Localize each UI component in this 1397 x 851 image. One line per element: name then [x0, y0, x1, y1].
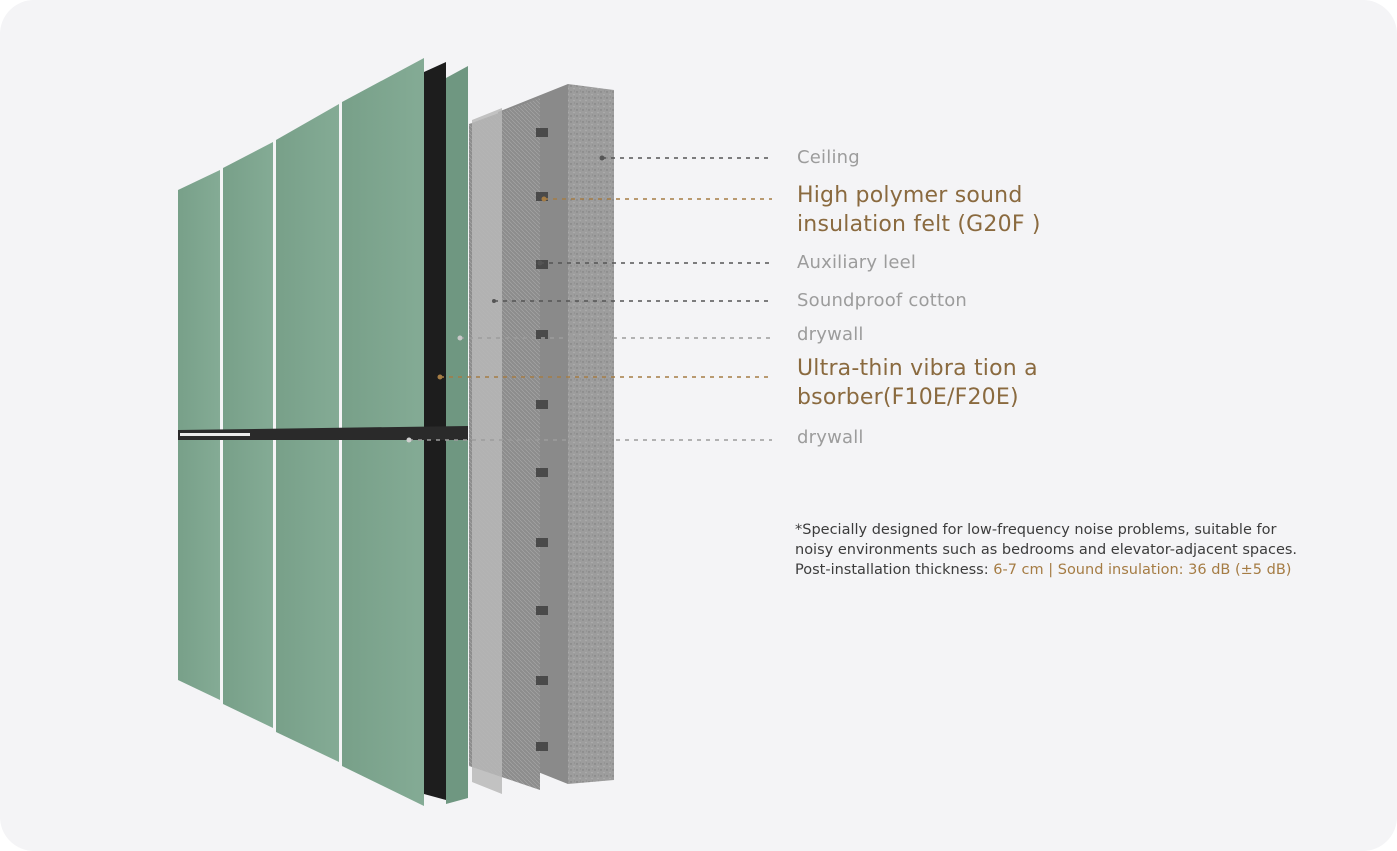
label-drywall-1: drywall: [797, 324, 864, 345]
note-line-1: *Specially designed for low-frequency no…: [795, 522, 1277, 538]
note-line-2: noisy environments such as bedrooms and …: [795, 542, 1298, 558]
front-panels-upper: [178, 58, 424, 430]
panel-gap-absorber: [178, 426, 468, 440]
sound-value: 36 dB (±5 dB): [1188, 562, 1292, 578]
thickness-prefix: Post-installation thickness:: [795, 562, 994, 578]
label-felt: High polymer sound insulation felt (G20F…: [797, 183, 1041, 237]
thickness-value: 6-7 cm: [993, 562, 1044, 578]
drywall-gray-layer: [472, 108, 502, 794]
label-drywall-2: drywall: [797, 427, 864, 448]
product-note: *Specially designed for low-frequency no…: [795, 520, 1355, 580]
label-keel: Auxiliary leel: [797, 252, 917, 273]
note-separator: |: [1043, 562, 1058, 578]
note-line-3: Post-installation thickness: 6-7 cm | So…: [795, 560, 1355, 580]
label-absorber: Ultra-thin vibra tion a bsorber(F10E/F20…: [797, 356, 1038, 410]
concrete-wall-front: [568, 84, 614, 784]
sound-label: Sound insulation:: [1057, 562, 1189, 578]
label-ceiling: Ceiling: [797, 147, 860, 168]
label-cotton: Soundproof cotton: [797, 290, 968, 311]
front-panels-lower: [178, 438, 424, 806]
